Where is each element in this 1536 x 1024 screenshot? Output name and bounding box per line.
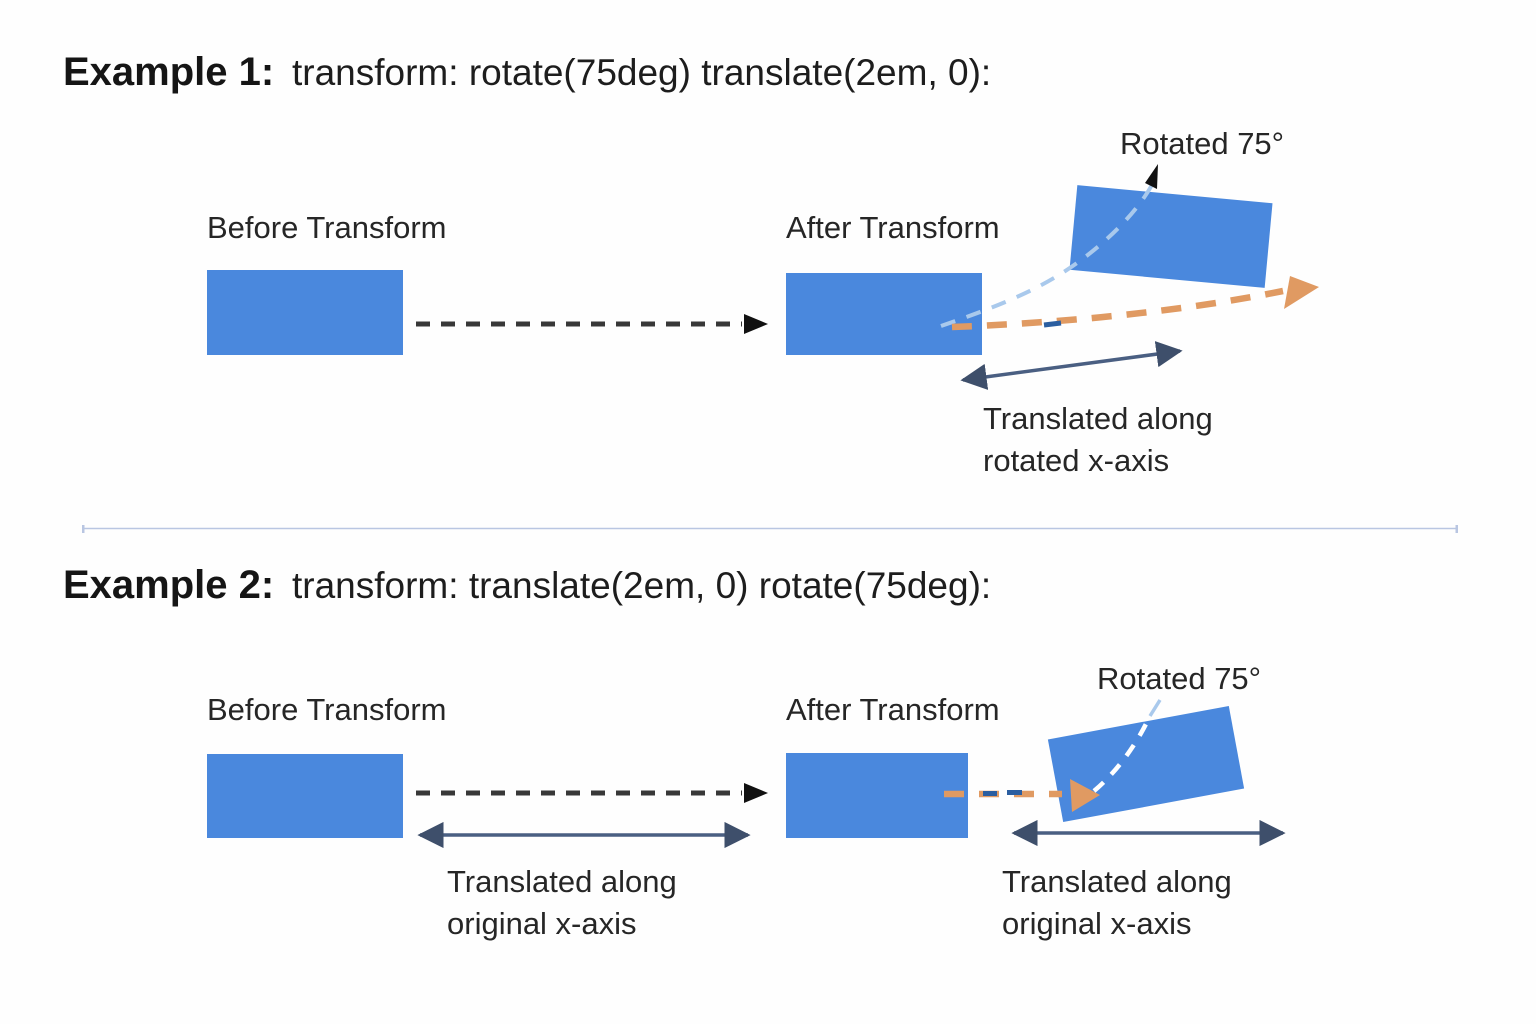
example1-navy-dash <box>1043 320 1062 328</box>
example1-translated-label-line2: rotated x-axis <box>983 443 1169 478</box>
example2-left-translated-label-line2: original x-axis <box>447 906 637 941</box>
example2-section: Example 2: transform: translate(2em, 0) … <box>63 563 1286 941</box>
example1-before-box <box>207 270 403 355</box>
example1-after-box <box>786 273 982 355</box>
divider-right-tick <box>1455 525 1458 533</box>
example1-translation-extent-arrow <box>960 341 1183 390</box>
section-divider <box>82 525 1458 533</box>
example1-heading-label: Example 1: <box>63 50 274 94</box>
example2-orange-arrowhead-icon <box>1070 779 1100 812</box>
example2-rotated-label: Rotated 75° <box>1097 661 1261 696</box>
example1-rotated-xaxis-arrow <box>951 287 1284 331</box>
example1-transform-arrowhead-icon <box>744 314 768 334</box>
example1-after-label: After Transform <box>786 210 1000 245</box>
example2-transform-arrowhead-icon <box>744 783 768 803</box>
example2-after-label: After Transform <box>786 692 1000 727</box>
example2-heading-code: transform: translate(2em, 0) rotate(75de… <box>292 565 991 606</box>
example2-rotation-curve-tip <box>1148 699 1162 717</box>
example1-rotated-arrowhead-icon <box>1145 164 1158 189</box>
example1-rotated-box <box>1069 185 1273 288</box>
example1-translated-label-line1: Translated along <box>983 401 1213 436</box>
example2-rotation-curve <box>1092 720 1150 793</box>
example2-before-box <box>207 754 403 838</box>
divider-left-tick <box>82 525 85 533</box>
example2-right-translated-label-line1: Translated along <box>1002 864 1232 899</box>
example2-left-translated-label-line1: Translated along <box>447 864 677 899</box>
example1-rotated-label: Rotated 75° <box>1120 126 1284 161</box>
example2-before-label: Before Transform <box>207 692 446 727</box>
example2-heading-label: Example 2: <box>63 563 274 607</box>
example2-after-box <box>786 753 968 838</box>
example2-right-translated-label-line2: original x-axis <box>1002 906 1192 941</box>
example1-orange-arrowhead-icon <box>1284 276 1319 309</box>
example1-heading-code: transform: rotate(75deg) translate(2em, … <box>292 52 991 93</box>
example1-section: Example 1: transform: rotate(75deg) tran… <box>63 50 1319 478</box>
example2-rotated-box <box>1047 705 1245 823</box>
example1-before-label: Before Transform <box>207 210 446 245</box>
